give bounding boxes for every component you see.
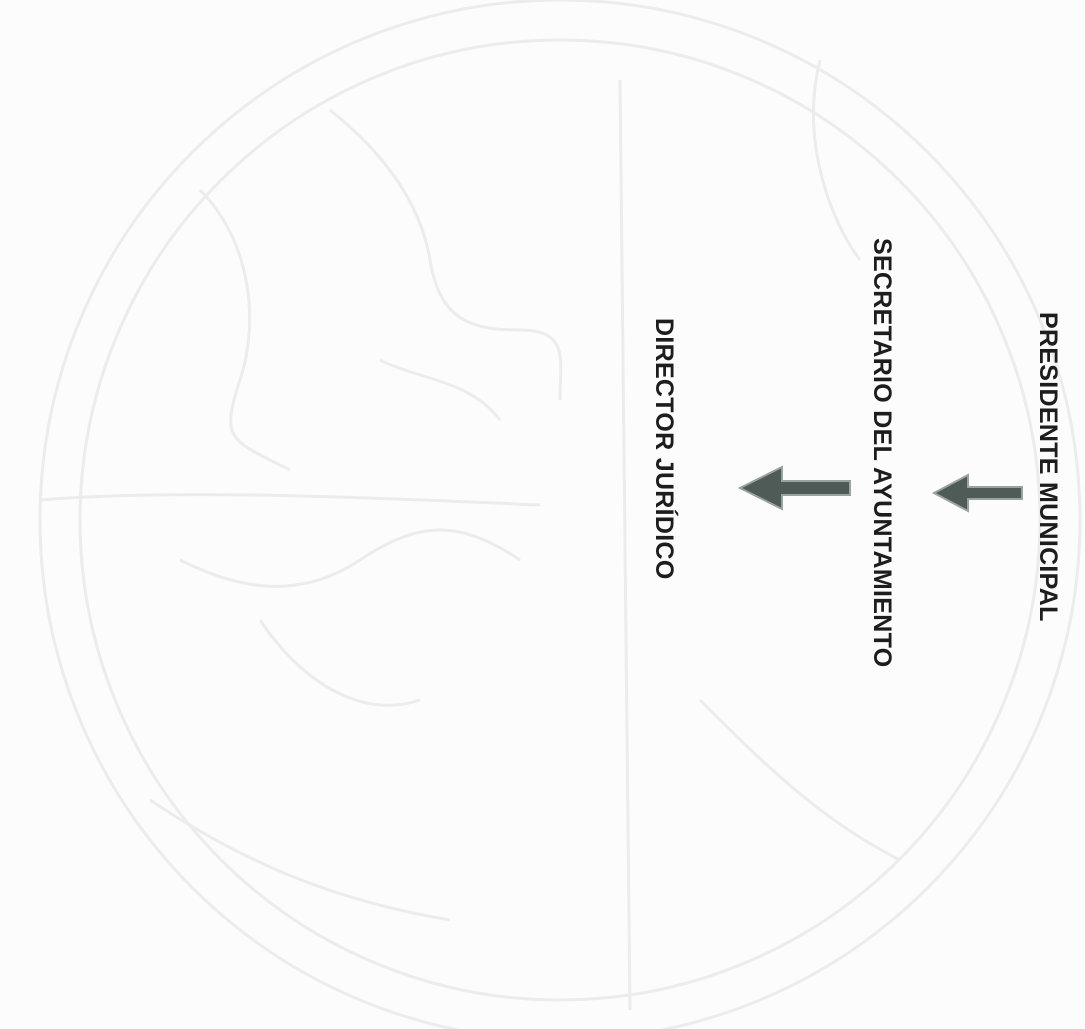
node-director-juridico: DIRECTOR JURÍDICO <box>650 318 678 580</box>
watermark-inner-ring <box>78 38 1042 1002</box>
watermark-outer-ring <box>38 0 1082 1029</box>
node-presidente-municipal: PRESIDENTE MUNICIPAL <box>1034 312 1062 622</box>
edge-arrow-secretario-director <box>737 465 851 511</box>
edge-arrow-presidente-secretario <box>931 473 1023 513</box>
node-secretario-del-ayuntamiento: SECRETARIO DEL AYUNTAMIENTO <box>868 238 896 668</box>
watermark-figure-stroke <box>329 108 563 401</box>
